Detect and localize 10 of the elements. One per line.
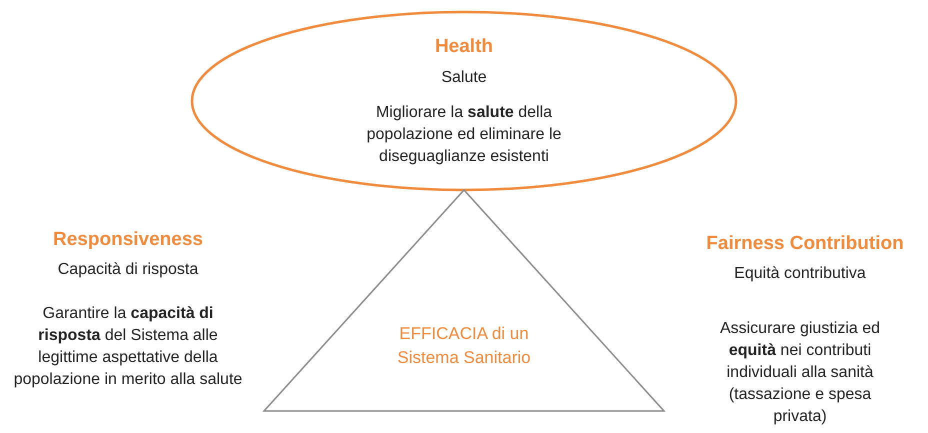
ellipse-subtitle: Salute (441, 68, 487, 88)
heading: Fairness Contribution (706, 232, 904, 256)
description: Assicurare giustizia ed equità nei contributi individuali alla sanità (tassazione e spesa privata) (718, 319, 882, 427)
triangle-text: EFFICACIA di un Sistema Sanitario (396, 323, 532, 369)
heading: Responsiveness (53, 228, 203, 252)
subtitle: Capacità di risposta (58, 260, 198, 280)
ellipse-description: Migliorare la salute della popolazione ed eliminare le diseguaglianze esistenti (366, 102, 562, 166)
ellipse-title: Health (434, 35, 494, 59)
description: Garantire la capacità di risposta del Sistema alle legittime aspettative della popolazione in merito alla salute (12, 304, 244, 390)
subtitle: Equità contributiva (734, 264, 866, 284)
